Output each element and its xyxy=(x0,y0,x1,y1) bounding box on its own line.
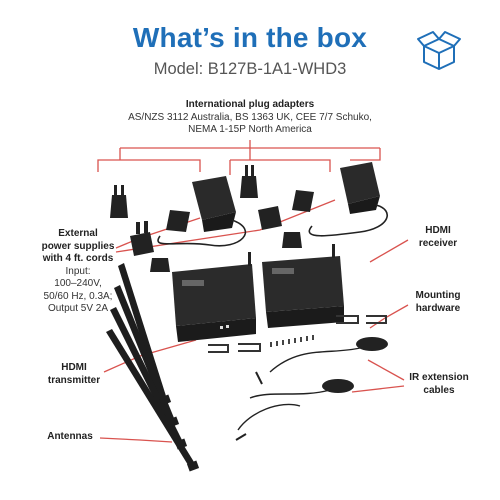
ir-label-2: cables xyxy=(423,384,455,396)
antennas-label-text: Antennas xyxy=(47,431,93,442)
hdmi-receiver-device xyxy=(262,244,344,328)
mounting-label-1: Mounting xyxy=(415,290,461,301)
power-title-2: power supplies xyxy=(41,240,115,252)
power-supplies-label: External power supplies with 4 ft. cords… xyxy=(40,228,116,316)
receiver-label-1: HDMI xyxy=(425,225,451,236)
open-box-icon xyxy=(417,31,461,70)
plug-adapters-title: International plug adapters xyxy=(185,99,315,110)
receiver-label-2: receiver xyxy=(418,237,458,249)
plug-adapters-desc-1: AS/NZS 3112 Australia, BS 1363 UK, CEE 7… xyxy=(128,111,372,123)
hdmi-transmitter-device xyxy=(172,252,256,342)
hdmi-transmitter-label: HDMI transmitter xyxy=(44,362,104,387)
ir-label-1: IR extension xyxy=(409,372,469,383)
ir-extension-label: IR extension cables xyxy=(404,372,474,397)
power-spec-1: Input: xyxy=(65,265,91,277)
power-spec-2: 100–240V, xyxy=(54,278,102,289)
ir-extension-cables xyxy=(235,337,388,441)
page-title: What’s in the box xyxy=(132,22,368,53)
mounting-hardware-label: Mounting hardware xyxy=(408,290,468,315)
model-number: Model: B127B-1A1-WHD3 xyxy=(153,60,347,78)
transmitter-label-1: HDMI xyxy=(61,362,87,373)
power-supply-left xyxy=(157,176,247,247)
power-supply-right xyxy=(308,162,388,237)
antennas xyxy=(106,263,200,472)
plug-adapters-label: International plug adapters AS/NZS 3112 … xyxy=(40,99,460,137)
power-title-1: External xyxy=(58,228,98,239)
transmitter-label-2: transmitter xyxy=(47,374,101,386)
plug-adapter-group-right xyxy=(240,165,314,248)
power-title-3: with 4 ft. cords xyxy=(42,253,114,264)
mounting-label-2: hardware xyxy=(415,302,461,314)
power-spec-4: Output 5V 2A xyxy=(47,303,109,314)
hdmi-receiver-label: HDMI receiver xyxy=(408,225,468,250)
plug-adapters-desc-2: NEMA 1-15P North America xyxy=(188,124,312,135)
antennas-label: Antennas xyxy=(40,431,100,444)
power-spec-3: 50/60 Hz, 0.3A; xyxy=(43,290,113,302)
plug-adapter-group-left xyxy=(110,185,190,272)
screws xyxy=(270,335,314,347)
mounting-brackets xyxy=(208,315,387,353)
